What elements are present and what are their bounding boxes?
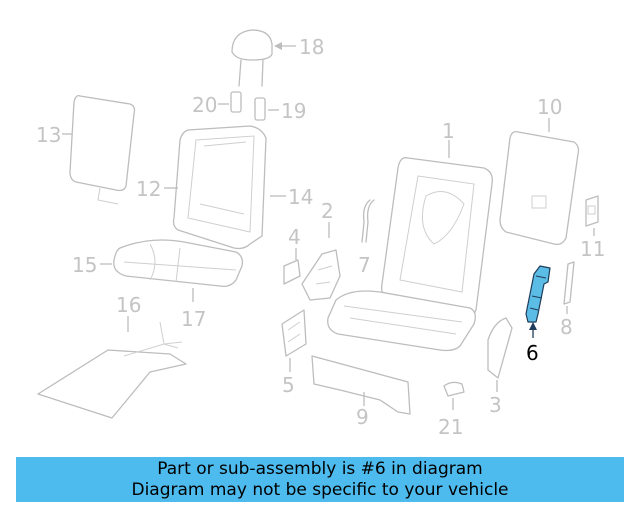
bracket-11-part <box>585 195 599 227</box>
callout-15: 15 <box>72 253 97 277</box>
callout-20: 20 <box>192 93 217 117</box>
callout-18: 18 <box>299 35 324 59</box>
highlighted-part-6 <box>525 265 551 323</box>
headrest-guide-part <box>230 91 266 121</box>
banner-line-2: Diagram may not be specific to your vehi… <box>131 480 509 500</box>
callout-7: 7 <box>358 253 371 277</box>
callout-21: 21 <box>438 415 463 439</box>
back-cover-part <box>499 130 580 246</box>
info-banner: Part or sub-assembly is #6 in diagram Di… <box>16 457 624 502</box>
clip-21-part <box>443 381 465 397</box>
headrest-part <box>231 29 273 87</box>
callout-14: 14 <box>288 185 313 209</box>
callout-13: 13 <box>36 123 61 147</box>
floor-mat-part <box>37 321 187 419</box>
callout-16: 16 <box>116 293 141 317</box>
callout-5: 5 <box>282 373 295 397</box>
parts-diagram: 18 20 19 13 12 14 15 17 16 4 <box>36 29 605 439</box>
trim-panel-part <box>311 355 411 415</box>
seat-cushion-part <box>113 239 244 288</box>
hinge-part <box>301 249 341 301</box>
rod-7-part <box>361 199 375 243</box>
seatback-part <box>172 125 267 250</box>
bracket-4-part <box>283 259 301 285</box>
seatback-panel-part <box>69 94 136 205</box>
rail-8-part <box>563 261 575 305</box>
callout-3: 3 <box>489 393 502 417</box>
callout-6: 6 <box>526 341 539 365</box>
side-shield-part <box>487 317 513 379</box>
callout-17: 17 <box>181 307 206 331</box>
banner-line-1: Part or sub-assembly is #6 in diagram <box>157 459 483 479</box>
callout-8: 8 <box>560 315 573 339</box>
callout-12: 12 <box>136 177 161 201</box>
callout-19: 19 <box>281 99 306 123</box>
callout-11: 11 <box>580 237 605 261</box>
callout-4: 4 <box>288 225 301 249</box>
callout-10: 10 <box>537 95 562 119</box>
latch-plate-part <box>281 309 307 357</box>
callout-1: 1 <box>442 119 455 143</box>
callout-2: 2 <box>321 199 334 223</box>
seat-frame-part <box>327 157 493 352</box>
callout-9: 9 <box>356 405 369 429</box>
